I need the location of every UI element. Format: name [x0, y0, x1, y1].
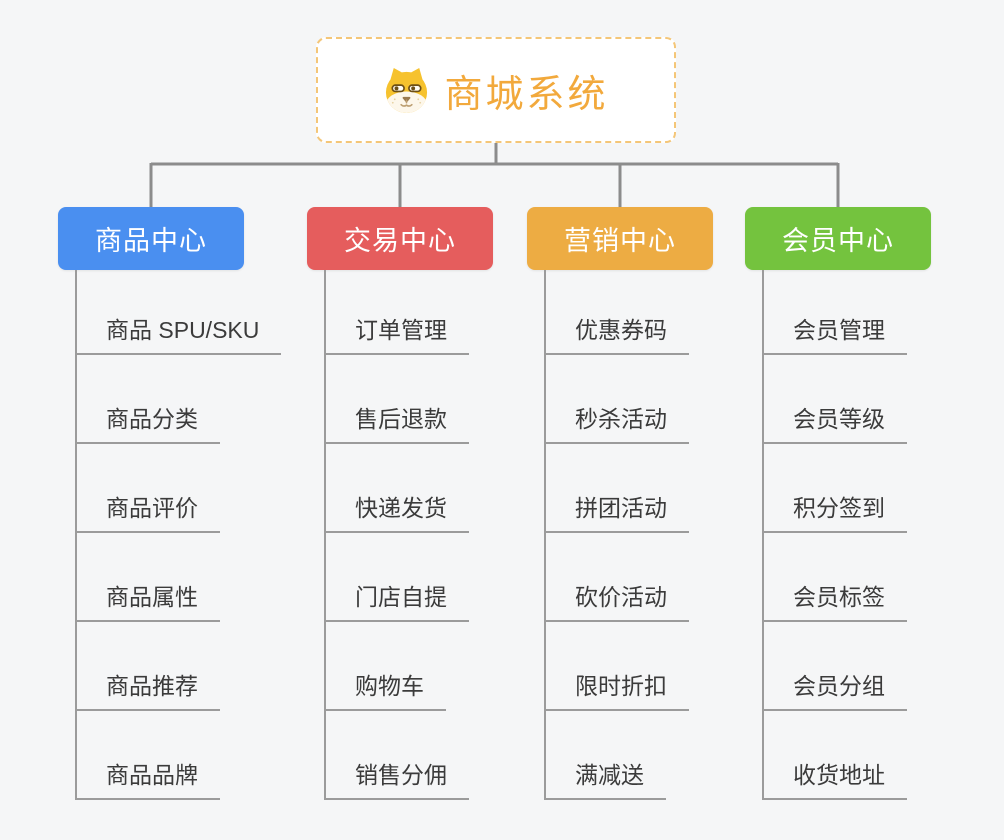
child-topic[interactable]: 积分签到 [762, 483, 907, 533]
child-topic[interactable]: 商品属性 [75, 572, 220, 622]
root-node[interactable]: 商城系统 [316, 37, 676, 143]
root-node-label: 商城系统 [444, 73, 609, 116]
child-topic[interactable]: 限时折扣 [544, 661, 689, 711]
branch-node[interactable]: 交易中心 [307, 207, 493, 270]
child-topic[interactable]: 商品评价 [75, 483, 220, 533]
child-topic[interactable]: 售后退款 [324, 394, 469, 444]
branch-trunk-line [75, 270, 77, 800]
branch-node[interactable]: 会员中心 [745, 207, 931, 270]
child-topic[interactable]: 商品分类 [75, 394, 220, 444]
child-topic[interactable]: 优惠券码 [544, 305, 689, 355]
child-topic[interactable]: 商品品牌 [75, 750, 220, 800]
child-topic[interactable]: 门店自提 [324, 572, 469, 622]
branch-trunk-line [762, 270, 764, 800]
child-topic[interactable]: 会员分组 [762, 661, 907, 711]
child-topic[interactable]: 购物车 [324, 661, 446, 711]
branch-trunk-line [324, 270, 326, 800]
child-topic[interactable]: 满减送 [544, 750, 666, 800]
child-topic[interactable]: 订单管理 [324, 305, 469, 355]
child-topic[interactable]: 会员管理 [762, 305, 907, 355]
branch-node[interactable]: 营销中心 [527, 207, 713, 270]
child-topic[interactable]: 商品 SPU/SKU [75, 305, 282, 355]
child-topic[interactable]: 收货地址 [762, 750, 907, 800]
child-topic[interactable]: 砍价活动 [544, 572, 689, 622]
branch-trunk-line [544, 270, 546, 800]
dog-face-icon [386, 67, 428, 113]
branch-node[interactable]: 商品中心 [58, 207, 244, 270]
child-topic[interactable]: 快递发货 [324, 483, 469, 533]
child-topic[interactable]: 拼团活动 [544, 483, 689, 533]
child-topic[interactable]: 秒杀活动 [544, 394, 689, 444]
child-topic[interactable]: 会员标签 [762, 572, 907, 622]
child-topic[interactable]: 销售分佣 [324, 750, 469, 800]
child-topic[interactable]: 商品推荐 [75, 661, 220, 711]
child-topic[interactable]: 会员等级 [762, 394, 907, 444]
